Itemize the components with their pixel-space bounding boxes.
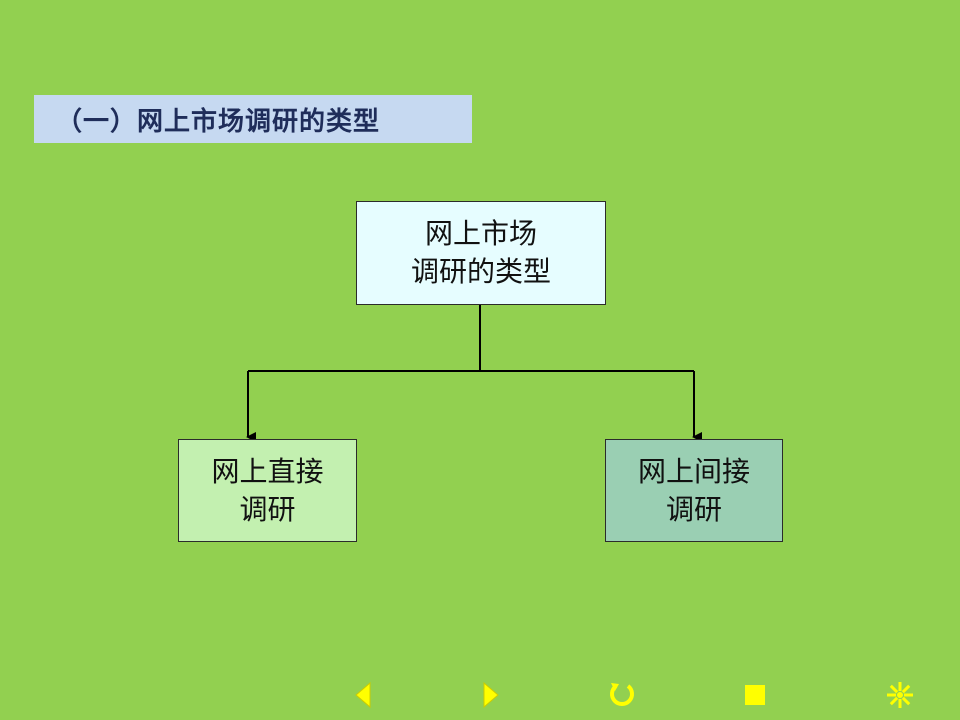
root-node-line1: 网上市场 — [424, 217, 537, 250]
stop-icon[interactable] — [740, 678, 770, 712]
root-node: 网上市场 调研的类型 — [356, 201, 606, 305]
root-node-line2: 调研的类型 — [410, 255, 551, 288]
direct-research-node: 网上直接 调研 — [178, 439, 357, 542]
indirect-research-line2: 调研 — [665, 492, 722, 526]
indirect-research-node: 网上间接 调研 — [605, 439, 783, 542]
previous-icon[interactable] — [348, 678, 378, 712]
direct-research-line1: 网上直接 — [211, 454, 324, 488]
direct-research-line2: 调研 — [239, 492, 296, 526]
return-icon[interactable] — [604, 678, 640, 712]
slide-title: （一）网上市场调研的类型 — [34, 95, 472, 143]
menu-icon[interactable] — [882, 678, 918, 712]
next-icon[interactable] — [476, 678, 506, 712]
indirect-research-line1: 网上间接 — [637, 454, 750, 488]
